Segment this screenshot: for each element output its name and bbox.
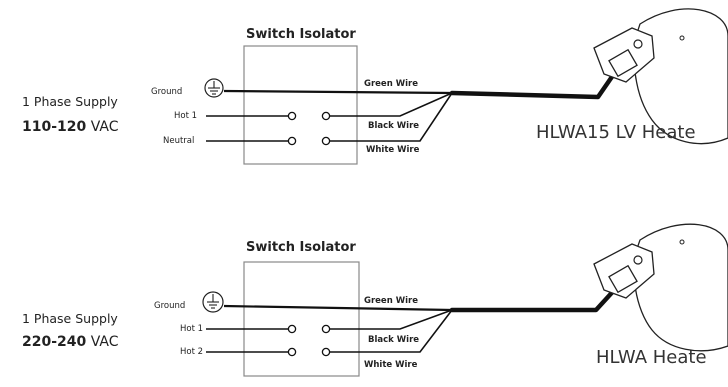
ground-line-bottom: [223, 304, 453, 312]
cable-bottom: [449, 283, 621, 313]
hot1-contact-in-top: [287, 111, 297, 121]
terminal-hot1-bottom: Hot 1: [180, 324, 203, 334]
green-wire-label-bottom: Green Wire: [364, 296, 418, 306]
hot2-contact-in-bottom: [287, 347, 297, 357]
heater-icon-top: [593, 8, 728, 145]
white-wire-label-bottom: White Wire: [364, 360, 418, 370]
switch-isolator-title-top: Switch Isolator: [246, 27, 356, 42]
supply-label-top: 1 Phase Supply: [22, 94, 118, 109]
switch-isolator-box-top: [243, 45, 358, 165]
diagram-top: Switch Isolator 1 Phase Supply 110-120 V…: [22, 8, 728, 165]
supply-label-bottom: 1 Phase Supply: [22, 311, 118, 326]
voltage-unit-bottom: VAC: [91, 334, 119, 350]
voltage-value-top: 110-120: [22, 119, 87, 135]
black-wire-label-bottom: Black Wire: [368, 335, 419, 345]
black-wire-label-top: Black Wire: [368, 121, 419, 131]
hot1-contact-out-bottom: [321, 324, 331, 334]
green-wire-label-top: Green Wire: [364, 79, 418, 89]
voltage-unit-top: VAC: [91, 119, 119, 135]
terminal-ground-top: Ground: [151, 87, 182, 97]
hot2-contact-out-bottom: [321, 347, 331, 357]
terminal-hot2-bottom: Hot 2: [180, 347, 203, 357]
switch-isolator-title-bottom: Switch Isolator: [246, 240, 356, 255]
terminal-neutral-top: Neutral: [163, 136, 194, 146]
hot1-contact-out-top: [321, 111, 331, 121]
terminal-hot1-top: Hot 1: [174, 111, 197, 121]
switch-isolator-box-bottom: [243, 261, 360, 377]
voltage-value-bottom: 220-240: [22, 334, 87, 350]
heater-icon-bottom: [593, 223, 728, 352]
white-wire-label-top: White Wire: [366, 145, 420, 155]
hot1-contact-in-bottom: [287, 324, 297, 334]
neutral-contact-in-top: [287, 136, 297, 146]
ground-line-top: [223, 89, 453, 95]
heater-label-top: HLWA15 LV Heate: [536, 122, 696, 143]
cable-top: [449, 65, 621, 100]
black-wire-bottom: [362, 309, 453, 330]
ground-symbol-icon: [204, 78, 224, 98]
white-wire-bottom: [362, 309, 453, 353]
neutral-contact-out-top: [321, 136, 331, 146]
white-wire-top: [362, 92, 453, 142]
supply-voltage-top: 110-120 VAC: [22, 119, 119, 135]
black-wire-top: [362, 92, 453, 117]
diagram-bottom: Switch Isolator 1 Phase Supply 220-240 V…: [22, 223, 728, 377]
terminal-ground-bottom: Ground: [154, 301, 185, 311]
ground-symbol-icon: [202, 291, 224, 313]
supply-voltage-bottom: 220-240 VAC: [22, 334, 119, 350]
heater-label-bottom: HLWA Heate: [596, 347, 707, 368]
